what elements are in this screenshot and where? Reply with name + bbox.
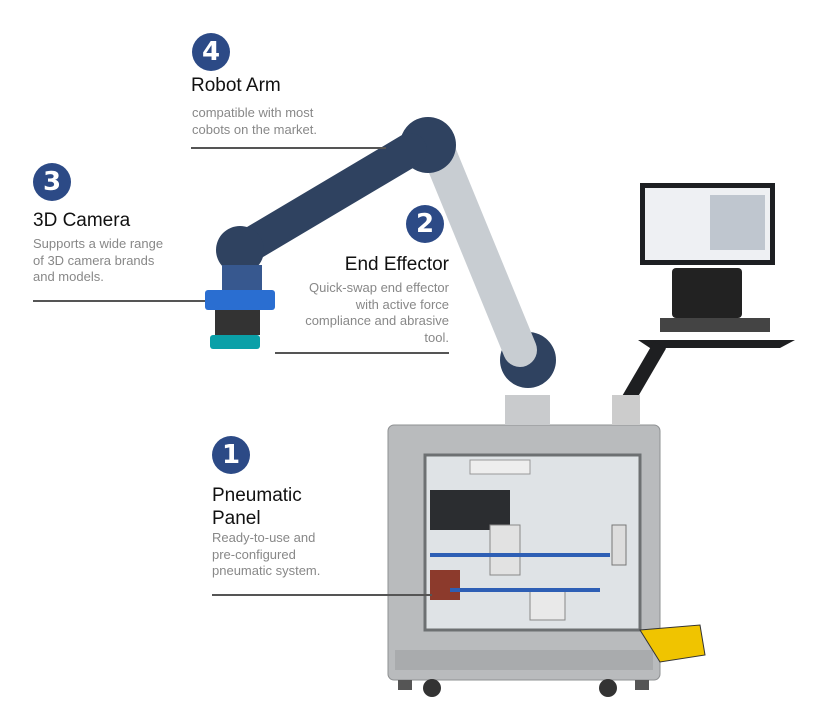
number-badge: 4 <box>192 33 230 71</box>
leader-line <box>275 352 449 354</box>
monitor-station <box>612 183 795 425</box>
callout-description: compatible with most cobots on the marke… <box>192 105 317 138</box>
leader-line <box>33 300 205 302</box>
desc-line: compatible with most <box>192 105 314 120</box>
callout-title: Pneumatic Panel <box>212 484 302 530</box>
desc-line: tool. <box>424 329 449 345</box>
desc-line: of 3D camera brands <box>33 252 155 268</box>
cabinet <box>387 424 661 697</box>
foot-pedal <box>639 624 706 663</box>
desc-line: compliance and abrasive <box>305 313 449 328</box>
robot-arm <box>205 117 556 425</box>
desc-line: and models. <box>33 269 104 284</box>
title-line: Pneumatic <box>212 485 302 506</box>
desc-line: pneumatic system. <box>212 563 321 578</box>
callout-description: Quick-swap end effector with active forc… <box>249 280 449 346</box>
number-badge: 2 <box>406 205 444 243</box>
callout-description: Ready-to-use and pre-configured pneumati… <box>212 530 320 580</box>
desc-line: Supports a wide range <box>33 236 164 251</box>
callout-title: End Effector <box>344 254 449 275</box>
callout-description: Supports a wide range of 3D camera brand… <box>33 236 163 286</box>
desc-line: cobots on the market. <box>192 121 318 137</box>
number-badge: 3 <box>33 163 71 201</box>
title-line: Panel <box>212 508 261 529</box>
callout-title: Robot Arm <box>191 75 281 96</box>
leader-line <box>212 594 432 596</box>
desc-line: Quick-swap end effector <box>309 280 449 295</box>
callout-title: 3D Camera <box>33 210 131 231</box>
desc-line: Ready-to-use and <box>212 530 316 545</box>
number-badge: 1 <box>212 436 250 474</box>
desc-line: with active force <box>355 296 449 312</box>
desc-line: pre-configured <box>212 546 296 562</box>
leader-line <box>191 147 386 149</box>
